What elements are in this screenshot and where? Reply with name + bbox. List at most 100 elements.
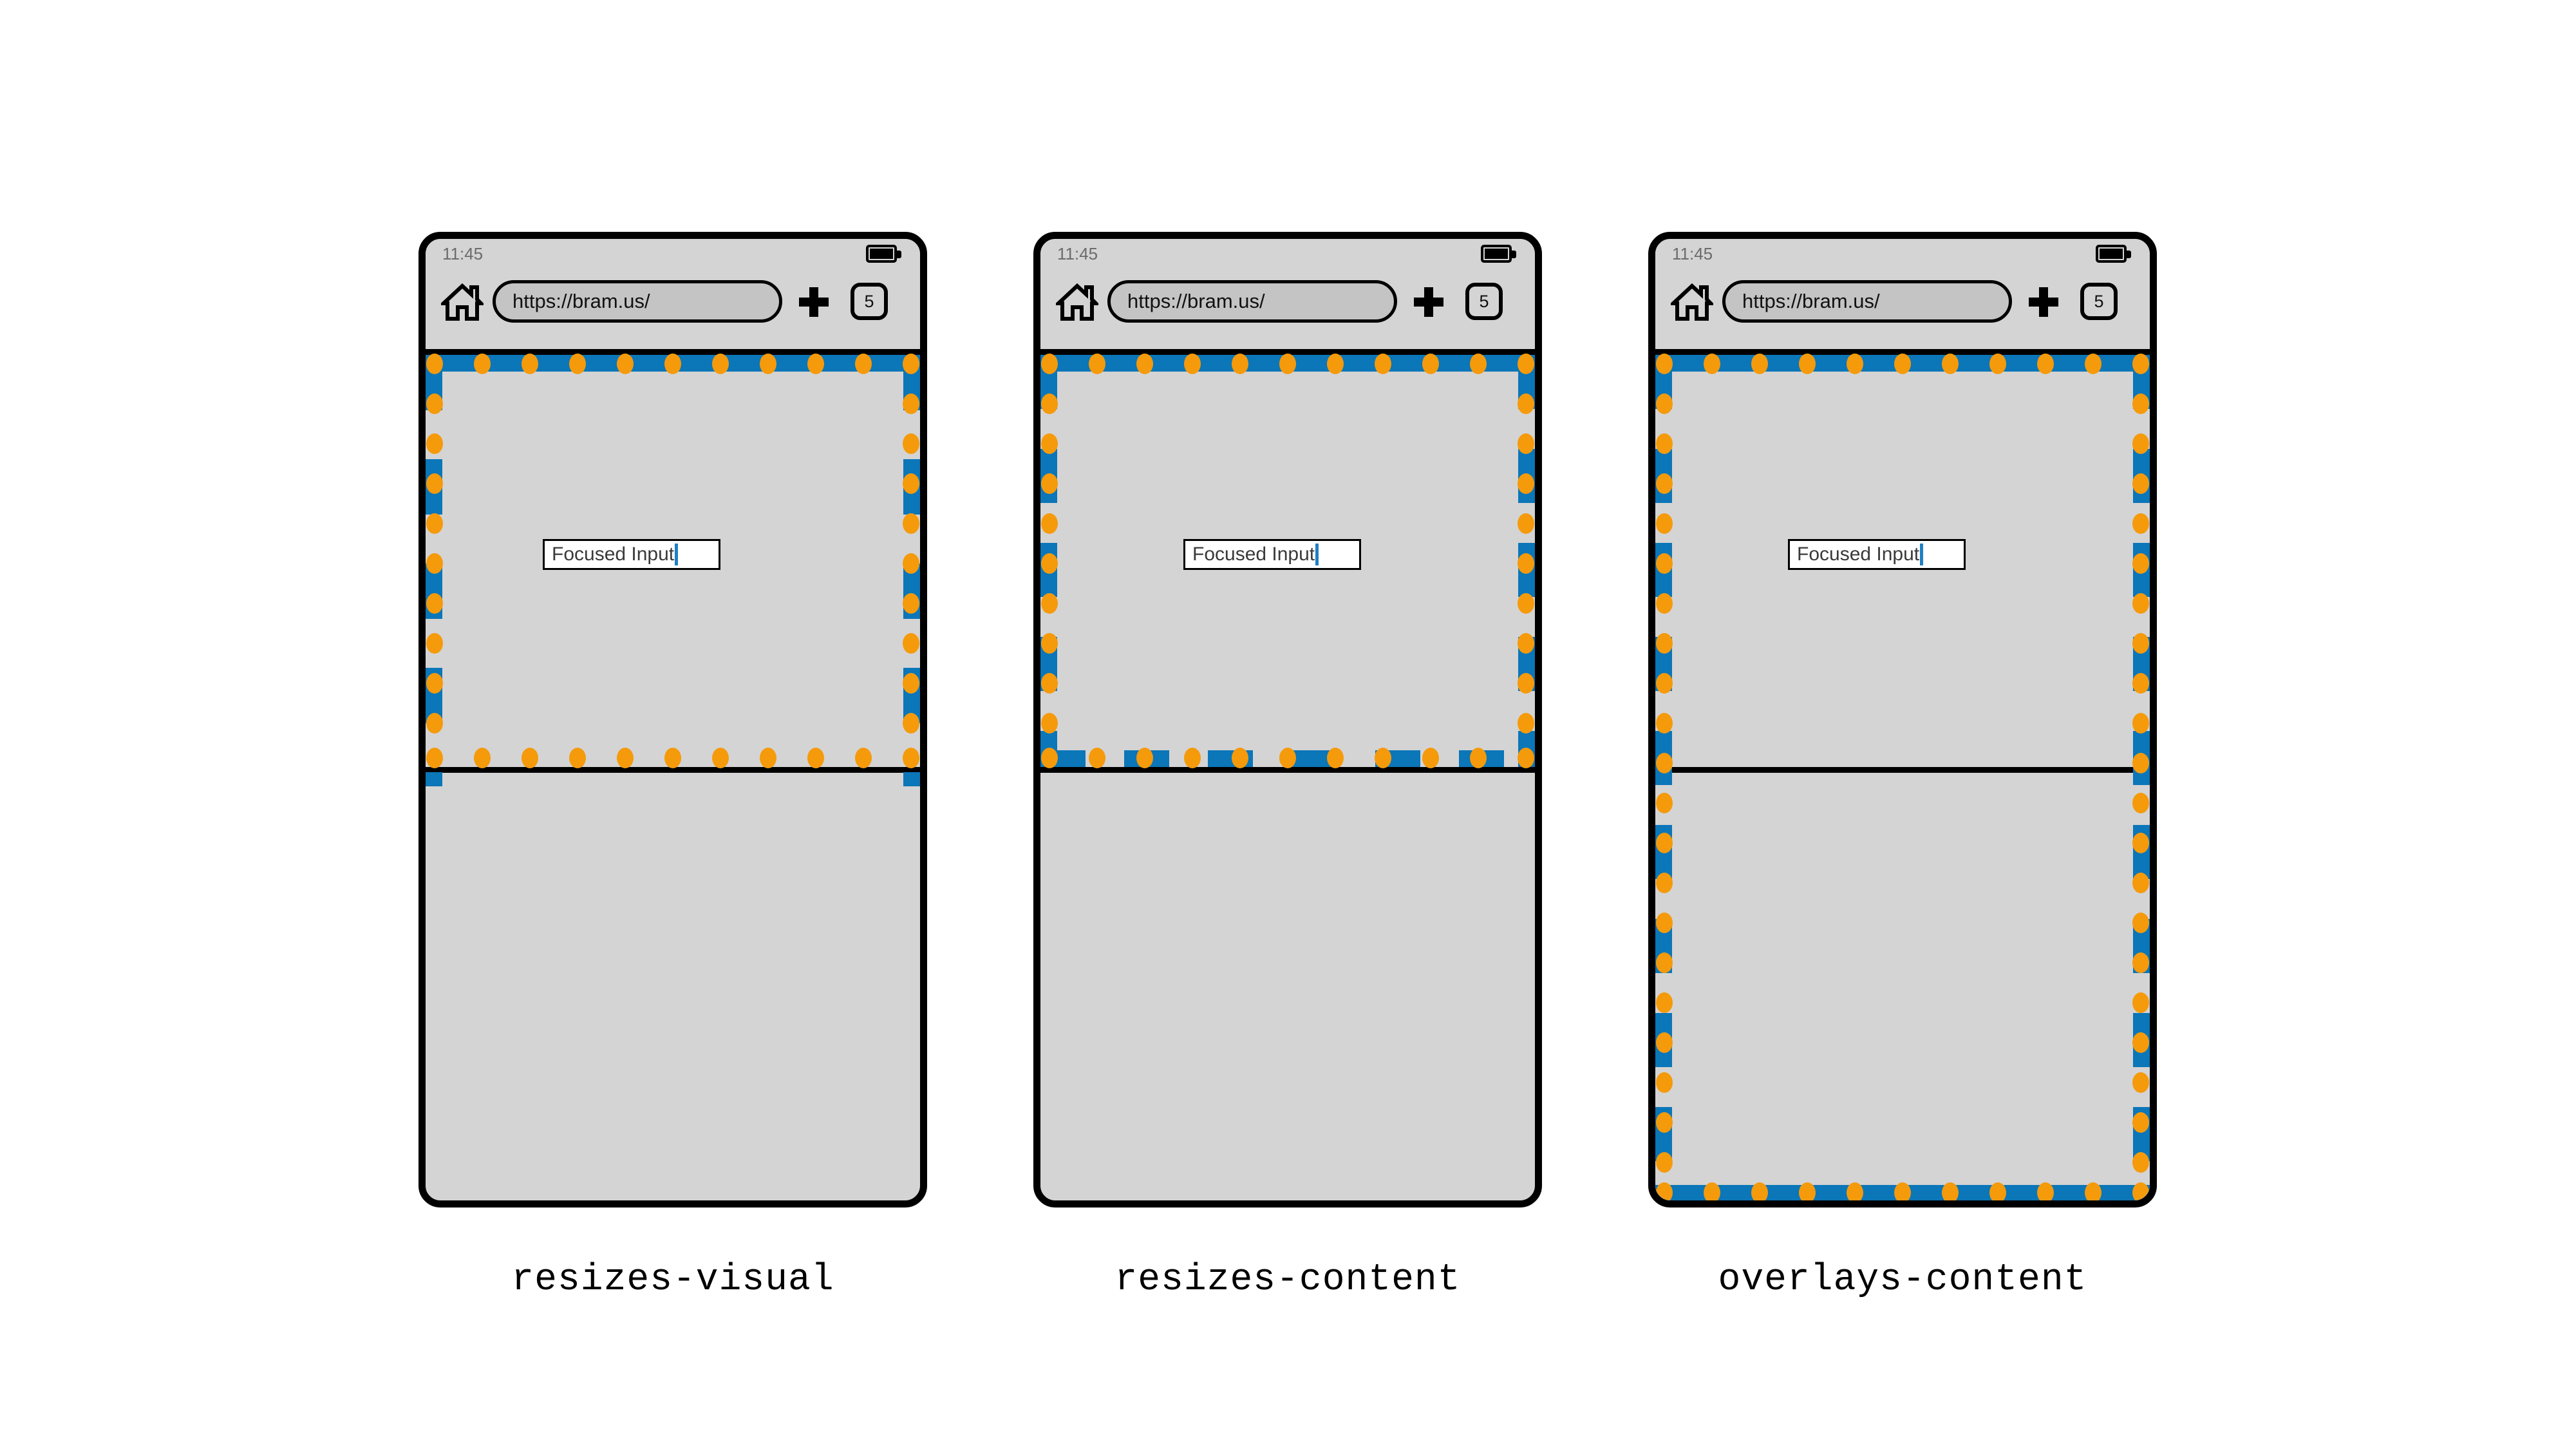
focused-input[interactable]: Focused Input bbox=[1183, 539, 1361, 570]
browser-toolbar: https://bram.us/ 5 bbox=[1655, 272, 2150, 349]
address-bar[interactable]: https://bram.us/ bbox=[493, 280, 782, 323]
layout-viewport-outline-left bbox=[426, 355, 442, 786]
visual-viewport-dot bbox=[1041, 713, 1058, 734]
visual-viewport-dot bbox=[1041, 354, 1058, 374]
browser-chrome: 11:45 https://bram.us/ bbox=[1040, 239, 1535, 355]
visual-viewport-dot bbox=[1656, 713, 1673, 734]
visual-viewport-dot bbox=[426, 553, 443, 574]
visual-viewport-dot bbox=[1656, 433, 1673, 454]
tab-count-button[interactable]: 5 bbox=[2080, 283, 2118, 320]
caption-overlays-content: overlays-content bbox=[1718, 1259, 2087, 1301]
plus-icon[interactable] bbox=[2029, 287, 2058, 317]
focused-input[interactable]: Focused Input bbox=[543, 539, 720, 570]
focused-input-value: Focused Input bbox=[552, 544, 675, 565]
visual-viewport-dot bbox=[712, 354, 729, 374]
visual-viewport-dot bbox=[2132, 873, 2149, 893]
visual-viewport-dot bbox=[1518, 513, 1534, 534]
visual-viewport-dot bbox=[1041, 593, 1058, 614]
browser-toolbar: https://bram.us/ 5 bbox=[1040, 272, 1535, 349]
visual-viewport-dot bbox=[617, 354, 634, 374]
visual-viewport-dot bbox=[617, 748, 634, 768]
visual-viewport-dot bbox=[1704, 354, 1720, 374]
visual-viewport-dot bbox=[2132, 1032, 2149, 1053]
home-icon[interactable] bbox=[438, 281, 486, 321]
visual-viewport-dot bbox=[1232, 748, 1248, 768]
visual-viewport-dot bbox=[569, 748, 586, 768]
visual-viewport-dot bbox=[1656, 1152, 1673, 1173]
visual-viewport-dot bbox=[1518, 713, 1534, 734]
visual-viewport-dot bbox=[1518, 433, 1534, 454]
visual-viewport-dot bbox=[1470, 354, 1487, 374]
visual-viewport-dot bbox=[1656, 513, 1673, 534]
visual-viewport-dot bbox=[1279, 748, 1296, 768]
text-caret bbox=[1315, 544, 1319, 565]
phone-screen: 11:45 https://bram.us/ bbox=[426, 239, 920, 1200]
visual-viewport-dot bbox=[1799, 1182, 1816, 1200]
visual-viewport-dot bbox=[1041, 393, 1058, 414]
tab-count-label: 5 bbox=[864, 291, 874, 311]
visual-viewport-dot bbox=[1279, 354, 1296, 374]
visual-viewport-dot bbox=[522, 354, 538, 374]
visual-viewport-dot bbox=[1656, 1112, 1673, 1133]
visual-viewport-dot bbox=[1751, 354, 1768, 374]
visual-viewport-dot bbox=[1656, 833, 1673, 853]
visual-viewport-dot bbox=[2132, 633, 2149, 654]
visual-viewport-dot bbox=[1656, 873, 1673, 893]
focused-input-value: Focused Input bbox=[1192, 544, 1315, 565]
visual-viewport-dot bbox=[2132, 992, 2149, 1013]
focused-input[interactable]: Focused Input bbox=[1788, 539, 1966, 570]
visual-viewport-dot bbox=[1989, 354, 2006, 374]
visual-viewport-dot bbox=[1656, 473, 1673, 494]
visual-viewport-dot bbox=[760, 748, 776, 768]
visual-viewport-dot bbox=[2132, 913, 2149, 933]
layout-viewport-outline-top bbox=[1655, 355, 2150, 372]
phone-screen: 11:45 https://bram.us/ bbox=[1040, 239, 1535, 1200]
address-bar-url: https://bram.us/ bbox=[1742, 290, 1880, 312]
visual-viewport-dot bbox=[1847, 354, 1863, 374]
home-icon[interactable] bbox=[1668, 281, 1716, 321]
visual-viewport-dot bbox=[1656, 952, 1673, 973]
layout-viewport-outline bbox=[426, 355, 920, 786]
home-icon[interactable] bbox=[1053, 281, 1101, 321]
visual-viewport-dot bbox=[1136, 354, 1153, 374]
visual-viewport-dot bbox=[1656, 673, 1673, 694]
browser-chrome: 11:45 https://bram.us/ bbox=[426, 239, 920, 355]
tab-count-button[interactable]: 5 bbox=[1465, 283, 1503, 320]
layout-viewport-outline-bottom bbox=[1040, 750, 1535, 767]
visual-viewport-dot bbox=[2132, 1072, 2149, 1093]
visual-viewport-dot bbox=[1518, 473, 1534, 494]
plus-icon[interactable] bbox=[1414, 287, 1443, 317]
visual-viewport-dot bbox=[2132, 513, 2149, 534]
visual-viewport-dot bbox=[1518, 633, 1534, 654]
viewport-keyboard-divider bbox=[1040, 767, 1535, 773]
phone-resizes-content: 11:45 https://bram.us/ bbox=[1033, 232, 1542, 1208]
visual-viewport-dot bbox=[426, 433, 443, 454]
visual-viewport-dot bbox=[1847, 1182, 1863, 1200]
visual-viewport-dot bbox=[2037, 1182, 2054, 1200]
address-bar[interactable]: https://bram.us/ bbox=[1722, 280, 2012, 323]
visual-viewport-dot bbox=[1089, 748, 1105, 768]
tab-count-button[interactable]: 5 bbox=[851, 283, 888, 320]
layout-viewport-outline-top bbox=[426, 355, 920, 372]
focused-input-value: Focused Input bbox=[1797, 544, 1920, 565]
visual-viewport-dot bbox=[1327, 748, 1344, 768]
address-bar[interactable]: https://bram.us/ bbox=[1107, 280, 1397, 323]
visual-viewport-dot bbox=[1656, 553, 1673, 574]
visual-viewport-dot bbox=[903, 593, 919, 614]
visual-viewport-dot bbox=[1041, 433, 1058, 454]
viewport-keyboard-divider bbox=[426, 767, 920, 773]
visual-viewport-dot bbox=[1656, 793, 1673, 813]
plus-icon[interactable] bbox=[799, 287, 829, 317]
visual-viewport-dot bbox=[903, 433, 919, 454]
visual-viewport-dot bbox=[2132, 673, 2149, 694]
visual-viewport-dot bbox=[1518, 553, 1534, 574]
visual-viewport-dot bbox=[1422, 354, 1439, 374]
visual-viewport-dot bbox=[426, 473, 443, 494]
visual-viewport-dot bbox=[1894, 354, 1911, 374]
visual-viewport-dot bbox=[2132, 354, 2149, 374]
visual-viewport-dot bbox=[1327, 354, 1344, 374]
visual-viewport-dot bbox=[807, 748, 824, 768]
visual-viewport-dot bbox=[426, 713, 443, 734]
visual-viewport-dot bbox=[807, 354, 824, 374]
